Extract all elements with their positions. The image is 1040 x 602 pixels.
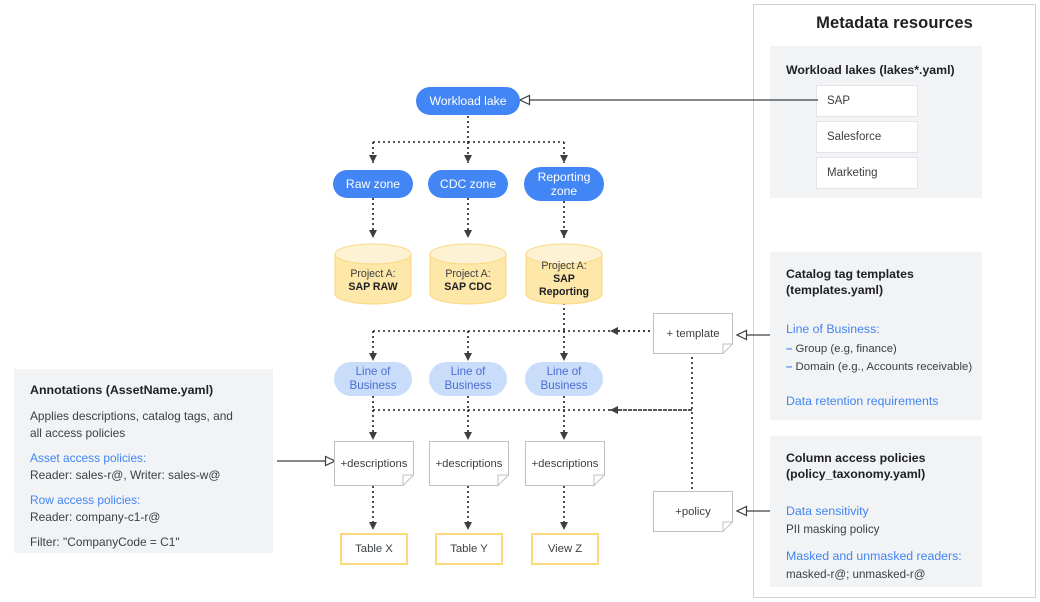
annotations-title: Annotations (AssetName.yaml) [30,383,214,397]
line-of-business-node-3[interactable]: Line of Business [525,362,603,396]
lake-item-marketing[interactable]: Marketing [816,157,918,189]
line-of-business-node-1[interactable]: Line of Business [334,362,412,396]
zone-label: CDC zone [439,177,497,191]
project-name2-text: Reporting [538,286,590,298]
descriptions-label: +descriptions [340,457,408,470]
data-sensitivity-label: Data sensitivity [786,504,869,518]
lob-bullet-label: Domain (e.g., Accounts receivable) [795,361,973,373]
lob-label-line2: Business [540,379,588,392]
annotations-description-line1: Applies descriptions, catalog tags, and [30,409,233,423]
asset-node-view-z[interactable]: View Z [531,533,599,565]
note-shape-icon [429,441,509,486]
descriptions-label: +descriptions [531,457,599,470]
template-note-label: + template [666,327,720,340]
metadata-resources-title: Metadata resources [816,14,973,32]
dash-bullet-icon: – [786,343,793,355]
asset-access-policies-label: Asset access policies: [30,451,147,465]
workload-lake-node[interactable]: Workload lake [416,87,520,115]
project-name: SAP RAW [334,281,412,295]
line-of-business-node-2[interactable]: Line of Business [429,362,507,396]
lob-label: Line of Business [540,365,587,393]
cylinder-shape-icon [525,243,603,305]
lob-label-line1: Line of [546,365,582,378]
masked-readers-label: Masked and unmasked readers: [786,549,962,563]
workload-lake-label: Workload lake [429,94,507,108]
masked-readers-value: masked-r@; unmasked-r@ [786,568,926,581]
catalog-tag-templates-group [770,252,982,420]
lob-label-line1: Line of [355,365,391,378]
project-name-text: SAP CDC [444,281,492,293]
project-name: SAP CDC [429,281,507,295]
descriptions-note-2[interactable]: +descriptions [429,441,509,486]
cylinder-shape-icon [334,243,412,305]
column-access-policies-title-line2: (policy_taxonomy.yaml) [786,467,926,481]
project-cylinder-sap-reporting[interactable]: Project A: SAP Reporting [525,243,603,305]
project-name-text: SAP RAW [348,281,398,293]
note-shape-icon [334,441,414,486]
lob-label-line1: Line of [450,365,486,378]
project-prefix: Project A: [445,268,491,280]
project-name-2: Reporting [525,286,603,300]
dash-bullet-icon: – [786,361,793,373]
project-name: SAP [525,273,603,287]
row-access-policies-label: Row access policies: [30,493,141,507]
zone-node-cdc[interactable]: CDC zone [428,170,508,198]
line-of-business-label: Line of Business: [786,322,880,336]
note-shape-icon [653,491,733,532]
project-cylinder-sap-raw[interactable]: Project A: SAP RAW [334,243,412,305]
descriptions-note-1[interactable]: +descriptions [334,441,414,486]
project-cylinder-sap-cdc[interactable]: Project A: SAP CDC [429,243,507,305]
annotations-description: Applies descriptions, catalog tags, and … [30,408,257,441]
lob-label-line2: Business [349,379,397,392]
data-retention-requirements-label: Data retention requirements [786,394,939,408]
project-name-text: SAP [553,273,575,285]
catalog-tag-templates-title-line2: (templates.yaml) [786,283,884,297]
asset-access-policies-value: Reader: sales-r@, Writer: sales-w@ [30,467,221,482]
data-sensitivity-value: PII masking policy [786,523,880,536]
project-prefix: Project A: [350,268,396,280]
lake-item-salesforce[interactable]: Salesforce [816,121,918,153]
asset-node-table-x[interactable]: Table X [340,533,408,565]
lob-label: Line of Business [444,365,491,393]
descriptions-label: +descriptions [435,457,503,470]
lob-label-line2: Business [444,379,492,392]
column-access-policies-title-line1: Column access policies [786,451,926,465]
project-prefix: Project A: [541,260,587,272]
lob-label: Line of Business [349,365,396,393]
lake-item-label: Salesforce [827,131,882,143]
cylinder-shape-icon [429,243,507,305]
lake-item-label: SAP [827,95,851,107]
asset-label: View Z [547,543,583,555]
note-shape-icon [525,441,605,486]
descriptions-note-3[interactable]: +descriptions [525,441,605,486]
row-access-policies-value: Reader: company-c1-r@ [30,509,161,524]
lake-item-sap[interactable]: SAP [816,85,918,117]
template-note[interactable]: + template [653,313,733,354]
lob-bullet-label: Group (e.g, finance) [795,343,897,355]
note-shape-icon [653,313,733,354]
lob-bullet-domain: – Domain (e.g., Accounts receivable) [786,359,986,376]
catalog-tag-templates-title-line1: Catalog tag templates [786,267,914,281]
policy-note[interactable]: +policy [653,491,733,532]
column-access-policies-group [770,436,982,587]
asset-label: Table X [355,543,393,555]
annotations-description-line2: all access policies [30,425,126,440]
row-access-filter-value: Filter: "CompanyCode = C1" [30,535,180,549]
zone-node-reporting[interactable]: Reporting zone [524,167,604,201]
lake-item-label: Marketing [827,167,878,179]
zone-node-raw[interactable]: Raw zone [333,170,413,198]
zone-label: Raw zone [345,177,401,191]
asset-label: Table Y [450,543,488,555]
annotations-panel: Annotations (AssetName.yaml) Applies des… [14,369,273,553]
workload-lakes-title: Workload lakes (lakes*.yaml) [786,63,955,77]
policy-note-label: +policy [675,505,711,518]
asset-node-table-y[interactable]: Table Y [435,533,503,565]
zone-label: Reporting zone [537,170,591,198]
lob-bullet-group: – Group (e.g, finance) [786,341,982,358]
